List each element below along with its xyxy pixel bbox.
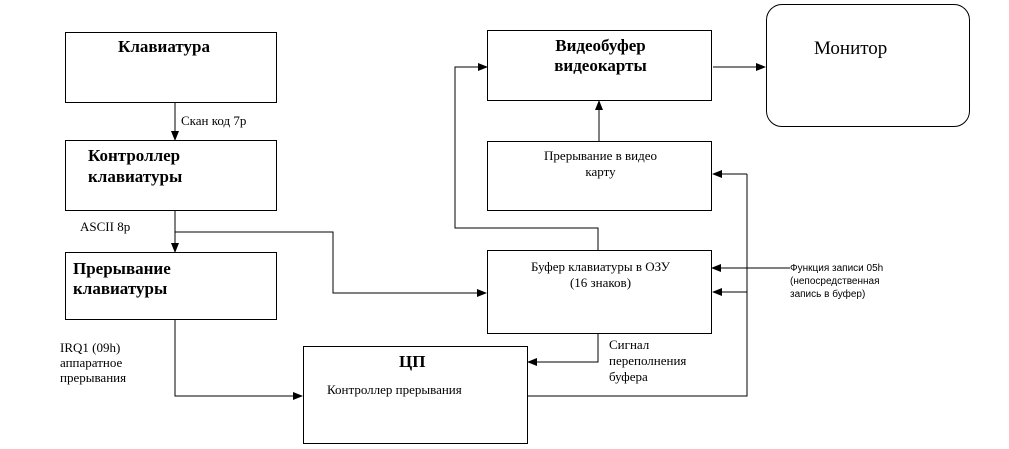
cpu-title: ЦП (399, 352, 426, 371)
arrow-buffer-to-videobuffer (454, 63, 599, 250)
cpu-block: ЦП Контроллер прерывания (303, 346, 528, 444)
overflow-label-l2: переполнения (609, 353, 687, 368)
cpu-interrupt-controller-label: Контроллер прерывания (327, 382, 462, 397)
scan-code-label: Скан код 7р (181, 113, 247, 128)
keyboard-controller-title-l1: Контроллер (88, 146, 181, 165)
keyboard-title: Клавиатура (118, 37, 210, 56)
write-func-label-l3: запись в буфер) (790, 289, 866, 300)
monitor-block: Монитор (766, 4, 970, 127)
irq-label-l1: IRQ1 (09h) (60, 340, 121, 355)
keyboard-controller-block: Контроллер клавиатуры (65, 140, 277, 211)
arrow-interrupt-to-cpu (174, 320, 303, 400)
keyboard-interrupt-block: Прерывание клавиатуры (65, 252, 277, 320)
line-cpu-right-loop (528, 174, 748, 397)
arrow-overflow-to-cpu (527, 334, 599, 366)
irq-label-l3: прерывания (60, 370, 127, 385)
monitor-title: Монитор (814, 38, 888, 59)
overflow-label-l3: буфера (609, 369, 648, 384)
irq-label-l2: аппаратное (60, 355, 123, 370)
keyboard-block: Клавиатура (65, 32, 277, 103)
video-buffer-title-l2: видеокарты (554, 56, 647, 75)
video-buffer-block: Видеобуфер видеокарты (487, 30, 712, 101)
keyboard-buffer-label-l2: (16 знаков) (569, 275, 632, 290)
keyboard-buffer-label-l1: Буфер клавиатуры в ОЗУ (530, 259, 671, 274)
video-interrupt-block: Прерывание в видео карту (487, 141, 712, 211)
write-func-label-l2: (непосредственная (790, 276, 880, 287)
overflow-label-l1: Сигнал (609, 337, 650, 352)
video-interrupt-label-l1: Прерывание в видео (544, 148, 657, 163)
write-func-label-l1: Функция записи 05h (790, 263, 884, 274)
keyboard-interrupt-title-l1: Прерывание (73, 259, 171, 278)
keyboard-interrupt-title-l2: клавиатуры (73, 279, 168, 298)
arrow-ascii-to-buffer (175, 231, 487, 297)
keyboard-buffer-block: Буфер клавиатуры в ОЗУ (16 знаков) (487, 250, 712, 334)
ascii-label: ASCII 8p (80, 219, 131, 234)
keyboard-controller-title-l2: клавиатуры (88, 167, 183, 186)
video-buffer-title-l1: Видеобуфер (555, 36, 646, 55)
video-interrupt-label-l2: карту (585, 164, 616, 179)
